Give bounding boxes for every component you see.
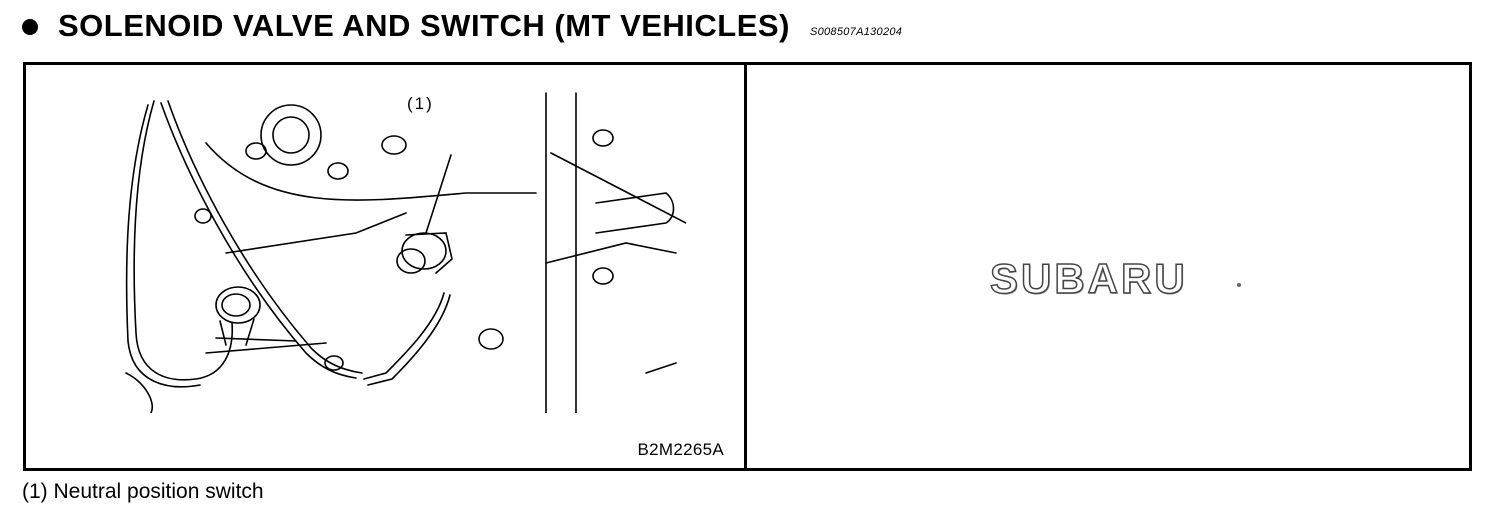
figure-frame: (1) B2M2265A SUBARU (23, 62, 1472, 471)
figure-caption: (1) Neutral position switch (22, 480, 264, 503)
document-code: S008507A130204 (809, 26, 903, 38)
bullet-dot-icon (22, 19, 38, 35)
logo-dot (1237, 283, 1241, 287)
section-heading: SOLENOID VALVE AND SWITCH (MT VEHICLES) … (22, 4, 902, 48)
logo-panel: SUBARU (747, 65, 1469, 468)
subaru-logo: SUBARU (989, 254, 1188, 303)
panel-divider (744, 65, 747, 468)
section-title: SOLENOID VALVE AND SWITCH (MT VEHICLES) (58, 8, 790, 43)
transmission-line-drawing (125, 92, 686, 413)
callout-label: (1) (407, 94, 434, 113)
figure-id: B2M2265A (637, 440, 724, 459)
illustration-panel: (1) B2M2265A (26, 65, 744, 468)
